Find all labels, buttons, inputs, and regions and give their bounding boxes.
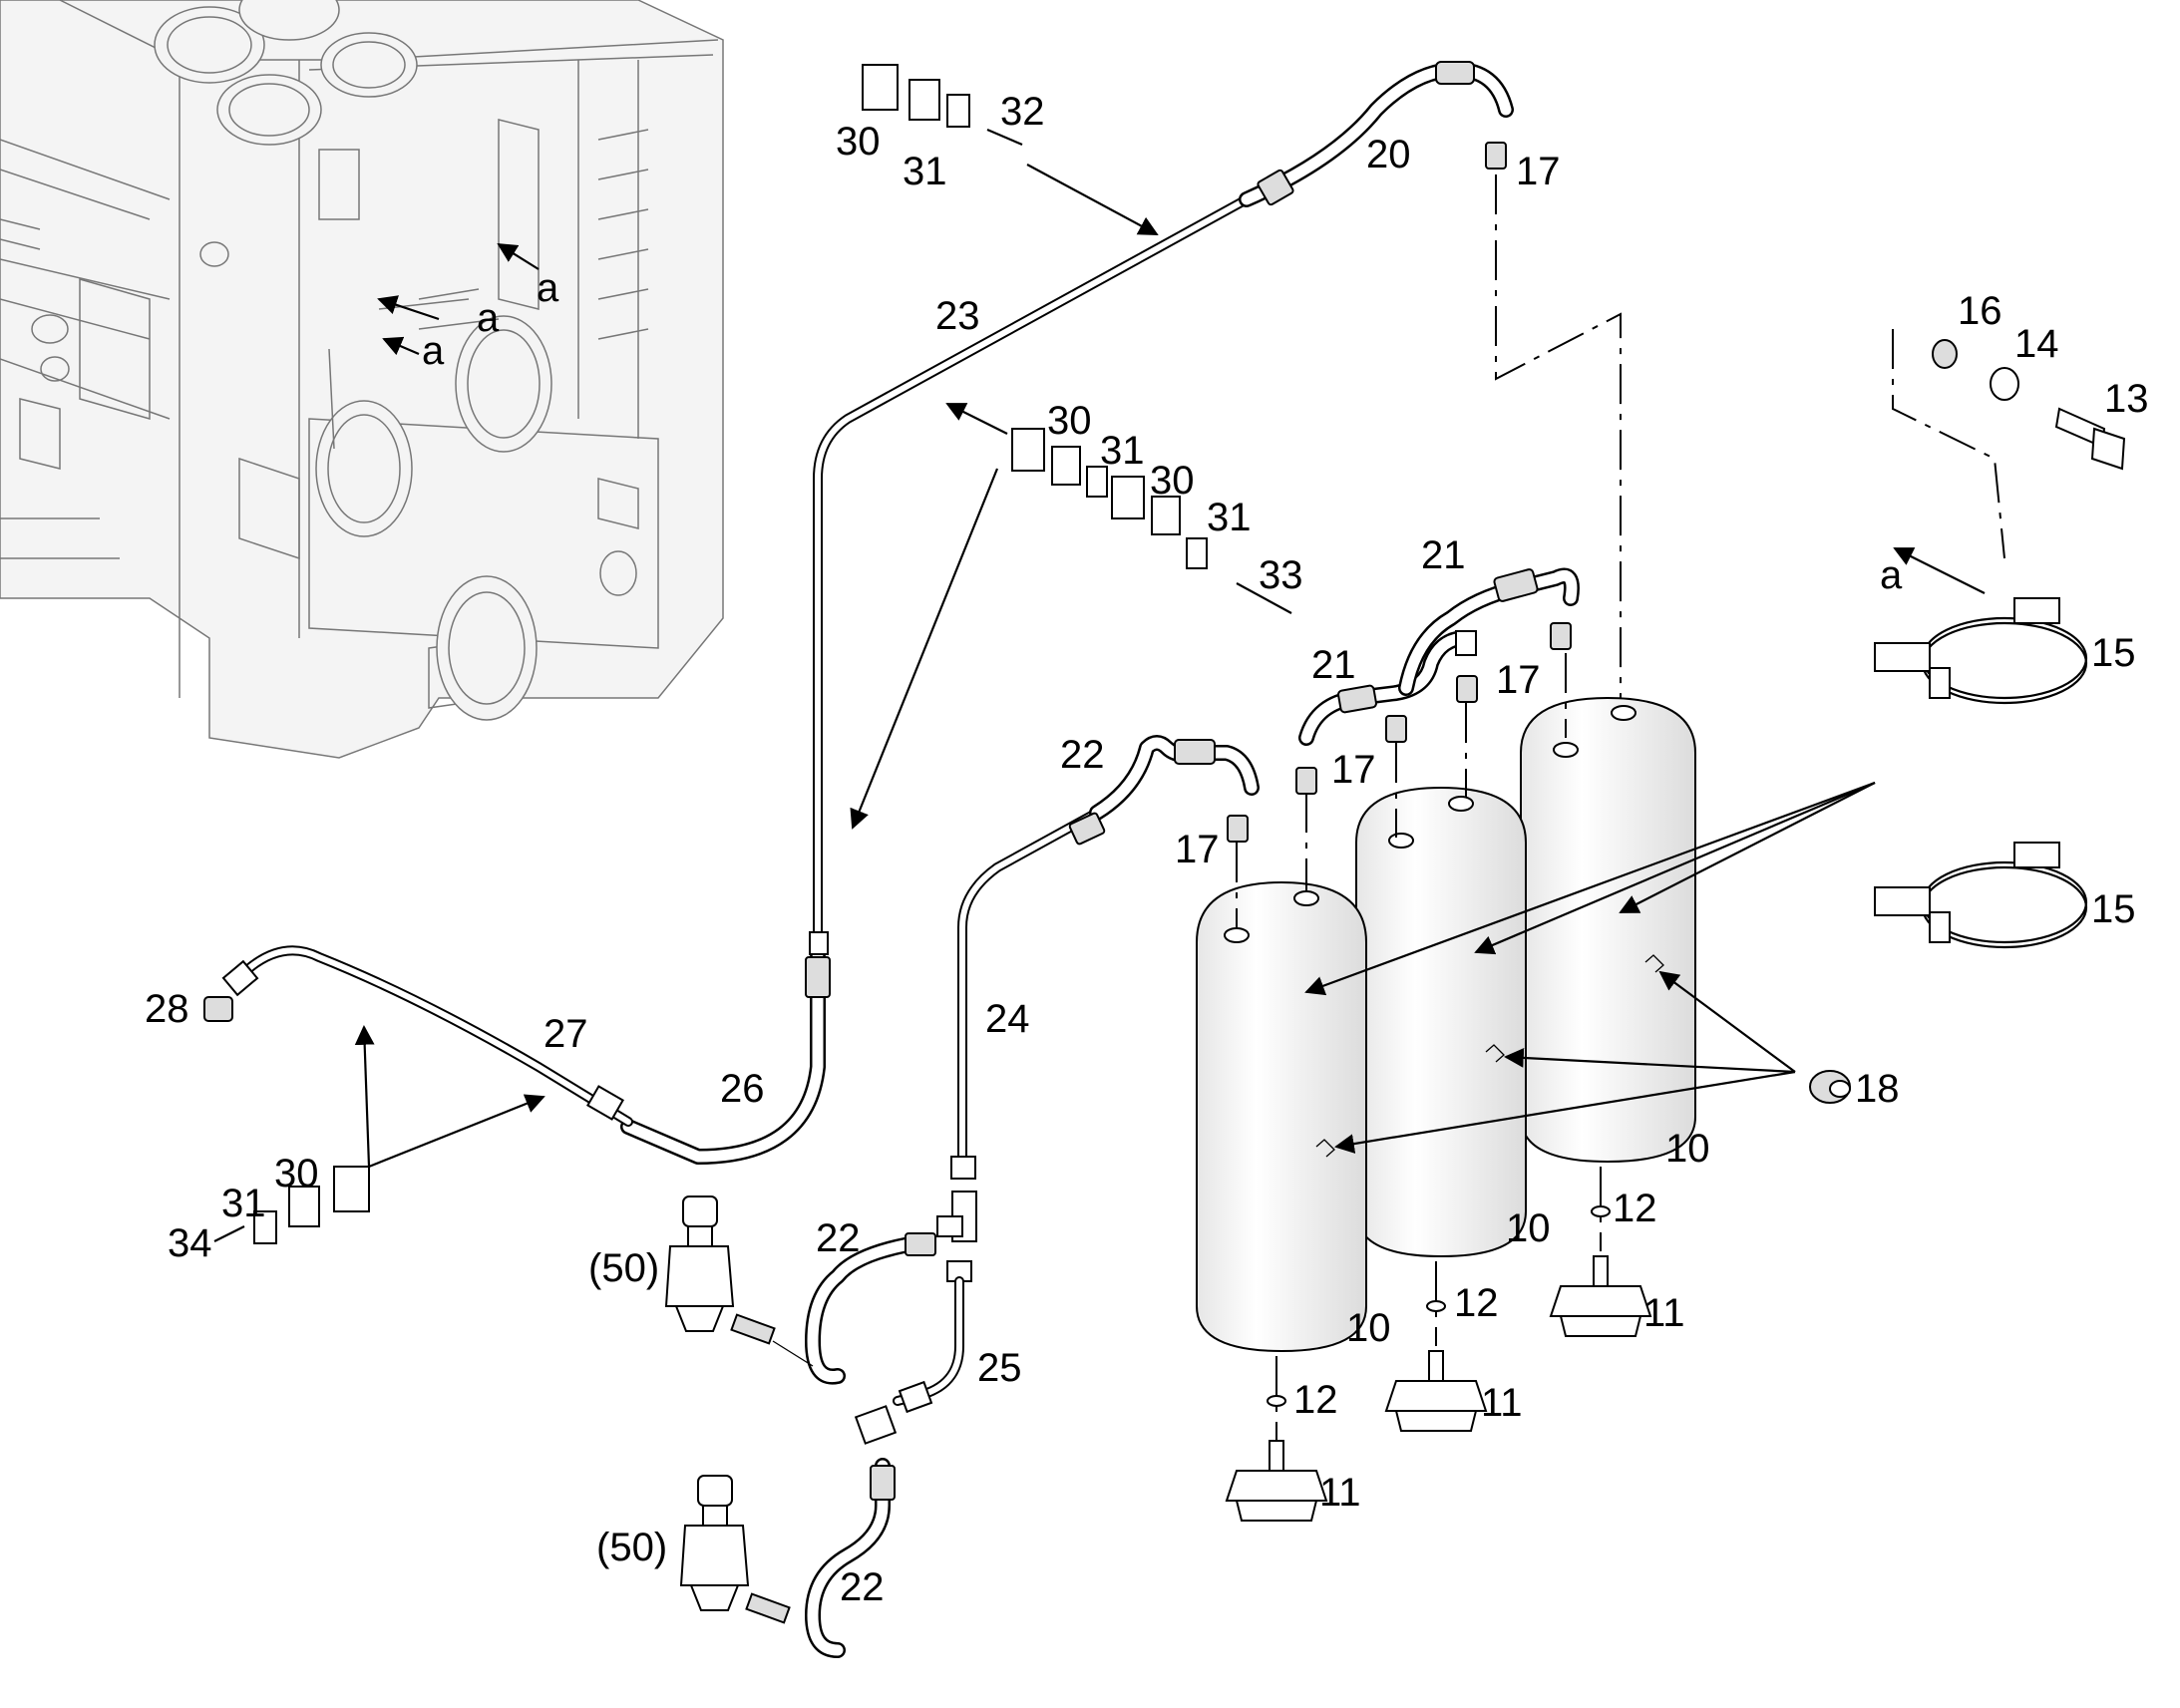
frame-arrows — [377, 242, 540, 356]
label-14: 14 — [2014, 322, 2059, 366]
label-31-mid-1: 31 — [1100, 429, 1145, 473]
label-30-bottom: 30 — [274, 1152, 319, 1196]
hose-20 — [1239, 61, 1514, 207]
label-10-right: 10 — [1665, 1127, 1710, 1171]
label-12-mid: 12 — [1454, 1281, 1499, 1325]
regulator-lower — [679, 1475, 791, 1624]
callout-labels: 30 31 32 20 17 23 a a a 30 31 30 31 33 1… — [145, 90, 2149, 1609]
machine-frame — [0, 0, 724, 759]
label-31-top: 31 — [903, 150, 947, 193]
label-25: 25 — [977, 1346, 1022, 1390]
pipe-23 — [813, 194, 1252, 942]
label-12-left: 12 — [1293, 1378, 1338, 1422]
pipe-clamp-set-bottom — [213, 1166, 370, 1244]
assembly-lines — [1236, 174, 2005, 1446]
clamps-15 — [1874, 597, 2088, 949]
bolt-set-13-14-16 — [1932, 339, 2126, 471]
label-32: 32 — [1000, 90, 1045, 134]
label-20: 20 — [1366, 133, 1411, 176]
label-10-left: 10 — [1346, 1306, 1391, 1350]
hose-22-lower — [805, 1405, 898, 1658]
label-30-top: 30 — [836, 120, 881, 164]
plug-18 — [1809, 1070, 1851, 1104]
label-21-upper: 21 — [1421, 533, 1466, 577]
label-17-mid: 17 — [1331, 748, 1376, 792]
label-17-right: 17 — [1496, 658, 1541, 702]
label-15-upper: 15 — [2091, 631, 2136, 675]
label-11-left: 11 — [1319, 1471, 1361, 1515]
plug-28 — [203, 996, 233, 1022]
label-16: 16 — [1958, 289, 2002, 333]
pipe-24 — [950, 808, 1102, 1180]
regulator-upper — [664, 1196, 814, 1367]
label-22-middle: 22 — [816, 1216, 861, 1260]
label-31-bottom: 31 — [221, 1182, 266, 1225]
label-33: 33 — [1259, 553, 1303, 597]
hoses-21 — [1298, 567, 1580, 746]
pipe-clamp-set-middle — [1011, 428, 1292, 614]
label-27: 27 — [544, 1012, 588, 1056]
label-10-mid: 10 — [1506, 1206, 1551, 1250]
label-11-right: 11 — [1643, 1291, 1685, 1335]
label-a-frame-1: a — [537, 266, 559, 310]
label-11-mid: 11 — [1481, 1381, 1523, 1425]
label-23: 23 — [935, 294, 980, 338]
label-50-lower: (50) — [596, 1526, 667, 1569]
label-34: 34 — [168, 1221, 212, 1265]
leader-arrows — [354, 164, 1986, 1169]
label-30-mid-1: 30 — [1047, 399, 1092, 443]
pipe-27 — [221, 945, 633, 1127]
label-15-lower: 15 — [2091, 887, 2136, 931]
tank-right — [1520, 696, 1696, 1164]
label-a-clamp: a — [1880, 553, 1903, 597]
label-24: 24 — [985, 997, 1030, 1041]
hose-26 — [620, 931, 831, 1165]
hose-22-middle — [805, 1232, 936, 1385]
label-50-upper: (50) — [588, 1246, 659, 1290]
label-28: 28 — [145, 987, 189, 1031]
label-31-mid-2: 31 — [1207, 496, 1252, 539]
fittings-17 — [1227, 142, 1572, 843]
drain-valves-11 — [1225, 1205, 1652, 1522]
label-21-lower: 21 — [1311, 643, 1356, 687]
label-18: 18 — [1855, 1067, 1900, 1111]
label-13: 13 — [2104, 377, 2149, 421]
label-a-frame-3: a — [422, 329, 445, 373]
tee-fitting — [936, 1191, 977, 1282]
label-17-top: 17 — [1516, 150, 1561, 193]
tank-middle — [1355, 786, 1527, 1258]
label-12-right: 12 — [1613, 1187, 1657, 1230]
tank-left — [1196, 880, 1367, 1353]
pipe-clamp-set-top — [862, 64, 1023, 147]
label-a-frame-2: a — [477, 296, 500, 340]
label-22-upper: 22 — [1060, 733, 1105, 777]
pipe-25 — [893, 1276, 964, 1414]
label-22-lower: 22 — [840, 1565, 885, 1609]
label-26: 26 — [720, 1067, 765, 1111]
label-30-mid-2: 30 — [1150, 459, 1195, 503]
hose-22-upper — [1068, 735, 1260, 846]
label-17-left: 17 — [1175, 828, 1220, 871]
